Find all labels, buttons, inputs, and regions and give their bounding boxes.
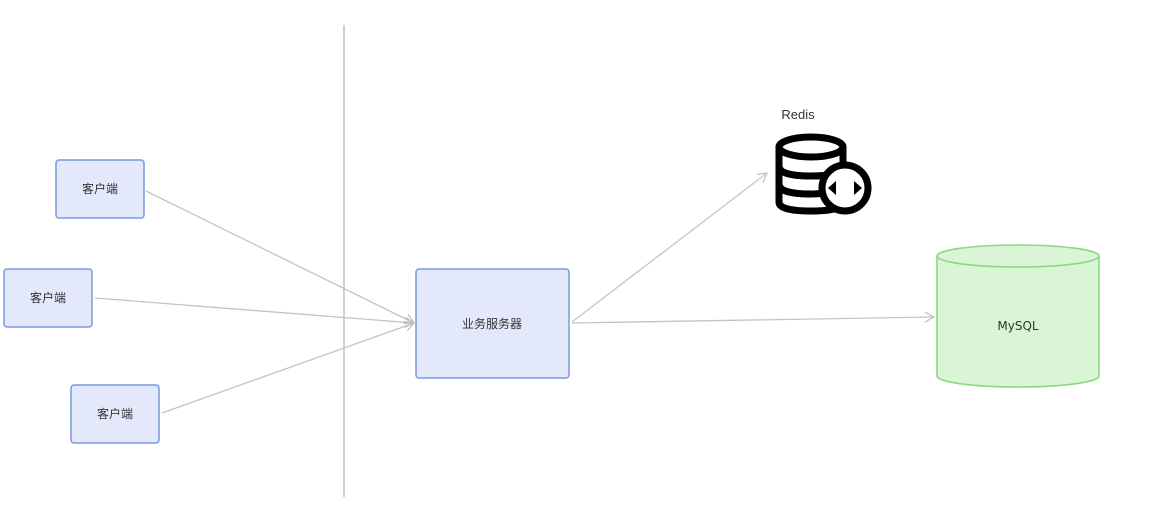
redis-label: Redis <box>781 107 815 122</box>
mysql-label: MySQL <box>997 319 1039 333</box>
redis-database-icon <box>775 133 872 215</box>
edge-client3-server <box>161 320 416 414</box>
client-node[interactable]: 客户端 <box>3 268 93 328</box>
edge-server-mysql <box>571 311 936 324</box>
edge-server-redis <box>571 172 768 323</box>
client-label: 客户端 <box>30 290 66 305</box>
client-node[interactable]: 客户端 <box>70 384 160 444</box>
client-label: 客户端 <box>97 406 133 421</box>
client-node[interactable]: 客户端 <box>55 159 145 219</box>
server-node[interactable]: 业务服务器 <box>415 268 570 379</box>
edge-client1-server <box>145 190 416 325</box>
mysql-database[interactable]: MySQL <box>936 244 1100 388</box>
server-label: 业务服务器 <box>462 316 522 331</box>
client-label: 客户端 <box>82 181 118 196</box>
edge-client2-server <box>94 297 416 328</box>
sync-arrows-icon <box>828 181 862 195</box>
connectors <box>94 172 936 414</box>
